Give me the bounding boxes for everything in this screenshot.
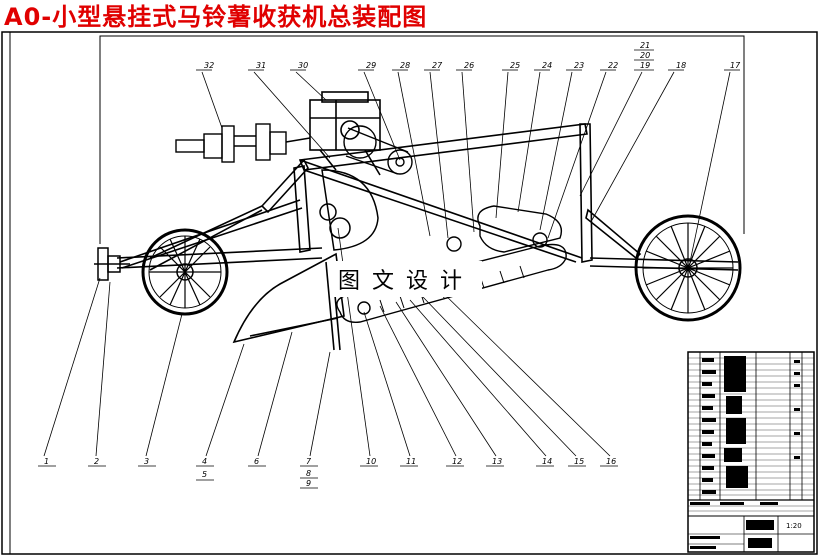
title-block-text-blocks [690,356,800,549]
callout-26: 26 [464,61,474,70]
callout-25: 25 [510,61,520,70]
callout-30: 30 [298,61,308,70]
callout-12: 12 [452,457,462,466]
overall-dimension-line [99,35,745,244]
callout-10: 10 [366,457,376,466]
callout-numbers-top: 32 31 30 29 28 27 26 25 24 23 22 19 18 1… [204,41,741,70]
callout-16: 16 [606,457,616,466]
callout-28: 28 [400,61,410,70]
callout-6: 6 [254,457,259,466]
callout-leaders-top [196,49,740,263]
callout-20: 20 [640,51,650,60]
callout-3: 3 [144,457,149,466]
main-frame [116,123,739,271]
callout-17: 17 [730,61,741,70]
callout-7: 7 [306,457,312,466]
callout-13: 13 [492,457,502,466]
drive-sprocket [343,125,413,175]
binding-margin [1,31,11,555]
watermark-label: 图文设计 [330,261,482,297]
hitch-pin [94,247,130,281]
callout-19: 19 [640,61,650,70]
callout-numbers-bottom: 1 2 3 4 6 7 10 11 12 13 14 15 16 5 8 9 [44,457,616,488]
callout-8: 8 [306,469,311,478]
callout-4: 4 [202,457,207,466]
callout-leaders-bottom [38,227,618,489]
callout-21: 21 [640,41,650,50]
callout-11: 11 [406,457,416,466]
callout-27: 27 [432,61,443,70]
pto-driveshaft [175,123,311,163]
callout-23: 23 [574,61,584,70]
callout-29: 29 [366,61,376,70]
callout-9: 9 [306,479,311,488]
drawing-title: A0-小型悬挂式马铃薯收获机总装配图 [4,3,428,31]
callout-2: 2 [94,457,99,466]
gearbox [309,91,381,176]
callout-14: 14 [542,457,552,466]
separator-disc [319,169,379,251]
title-block-scale: 1:20 [786,522,802,530]
callout-5: 5 [202,470,207,479]
callout-24: 24 [542,61,552,70]
callout-15: 15 [574,457,584,466]
callout-31: 31 [256,61,266,70]
callout-32: 32 [204,61,214,70]
callout-22: 22 [608,61,618,70]
title-block [687,351,815,553]
title-block-rows [688,357,814,512]
callout-18: 18 [676,61,686,70]
callout-1: 1 [44,457,49,466]
digging-shovel [232,252,345,351]
